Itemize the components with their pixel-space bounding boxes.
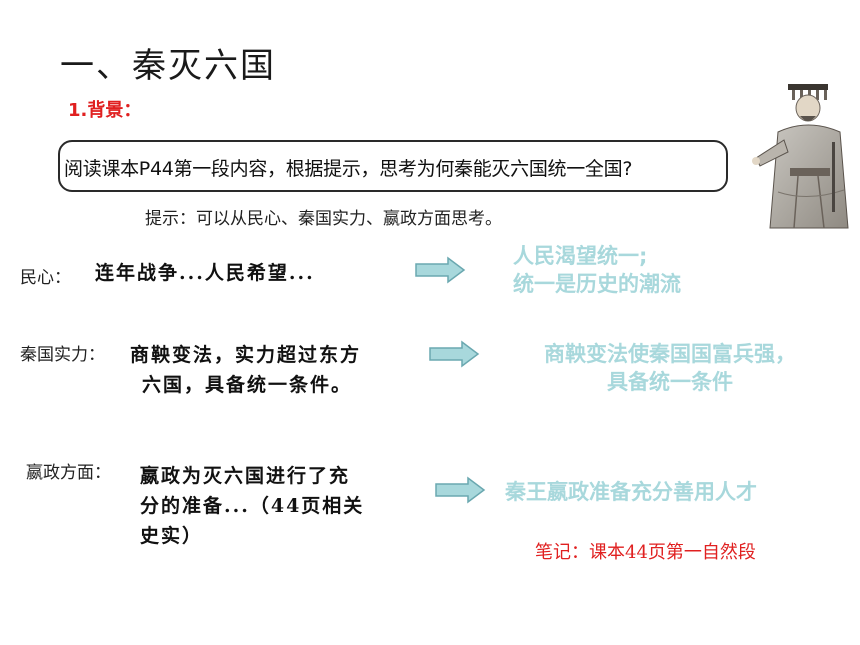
result-line: 具备统一条件 bbox=[607, 370, 733, 394]
row-result-popular-support: 人民渴望统一; 统一是历史的潮流 bbox=[513, 242, 681, 298]
row-result-qin-strength: 商鞅变法使秦国国富兵强， 具备统一条件 bbox=[520, 340, 820, 396]
content-line: 商鞅变法，实力超过东方 bbox=[130, 344, 362, 366]
row-label-qin-strength: 秦国实力： bbox=[20, 345, 105, 365]
content-line: 史实） bbox=[140, 525, 204, 547]
section-heading: 1.背景： bbox=[68, 100, 142, 121]
note-text: 笔记：课本44页第一自然段 bbox=[535, 542, 756, 563]
result-line: 商鞅变法使秦国国富兵强， bbox=[544, 342, 796, 366]
right-arrow-icon bbox=[429, 340, 480, 368]
content-line: 六国，具备统一条件。 bbox=[142, 374, 353, 396]
prompt-bubble: 阅读课本P44第一段内容，根据提示，思考为何秦能灭六国统一全国? bbox=[58, 140, 728, 192]
right-arrow-icon bbox=[435, 476, 486, 504]
result-line: 统一是历史的潮流 bbox=[513, 272, 681, 296]
row-content-popular-support: 连年战争...人民希望... bbox=[95, 262, 315, 284]
content-line: 分的准备...（44页相关 bbox=[140, 495, 365, 517]
emperor-portrait-icon bbox=[752, 84, 849, 229]
row-label-popular-support: 民心： bbox=[20, 268, 71, 288]
prompt-text: 阅读课本P44第一段内容，根据提示，思考为何秦能灭六国统一全国? bbox=[64, 158, 633, 180]
hint-text: 提示：可以从民心、秦国实力、嬴政方面思考。 bbox=[145, 209, 502, 229]
row-content-qin-strength: 商鞅变法，实力超过东方 六国，具备统一条件。 bbox=[130, 340, 361, 400]
page-title: 一、秦灭六国 bbox=[60, 46, 276, 86]
row-label-ying-zheng: 嬴政方面： bbox=[26, 463, 111, 483]
right-arrow-icon bbox=[415, 256, 466, 284]
row-result-ying-zheng: 秦王嬴政准备充分善用人才 bbox=[505, 480, 757, 504]
row-content-ying-zheng: 嬴政为灭六国进行了充 分的准备...（44页相关 史实） bbox=[140, 461, 364, 551]
content-line: 嬴政为灭六国进行了充 bbox=[140, 465, 351, 487]
result-line: 人民渴望统一; bbox=[513, 244, 648, 268]
